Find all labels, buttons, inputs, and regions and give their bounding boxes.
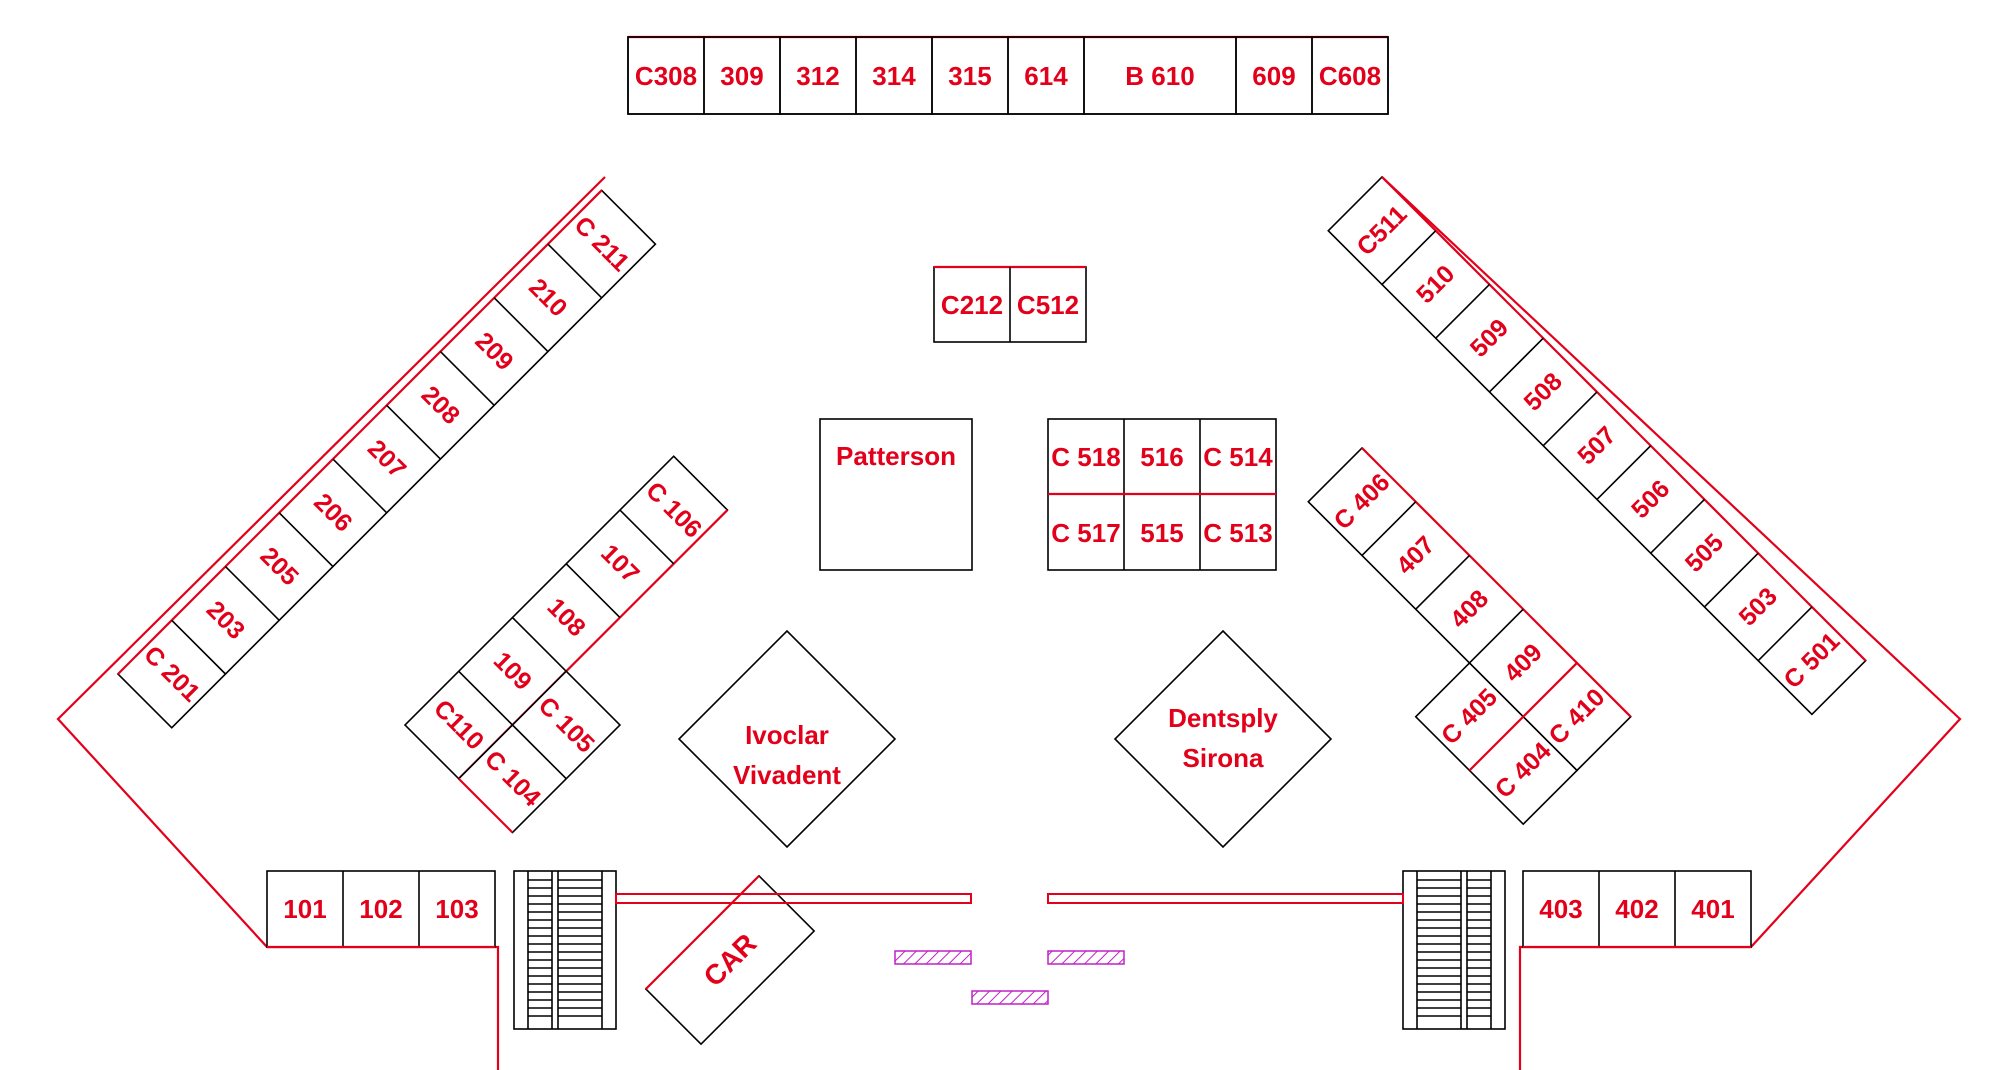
hatched-marker (1047, 950, 1125, 965)
booth-label: C608 (1319, 61, 1381, 91)
booth[interactable]: 315 (931, 36, 1009, 115)
hatched-marker (894, 950, 972, 965)
booth-label[interactable]: C 517 (1051, 518, 1120, 548)
booth-label: 314 (872, 61, 916, 91)
booth-label[interactable]: 401 (1691, 894, 1734, 924)
booth-label[interactable]: 102 (359, 894, 402, 924)
booth-label[interactable]: 516 (1140, 442, 1183, 472)
booth-dentsply-sirona[interactable]: Dentsply Sirona (1113, 629, 1333, 849)
top-booth-row: C308 309 312 314 315 614 B 610 609 (627, 35, 1389, 115)
booth-label: 309 (720, 61, 763, 91)
center-block: C 518 516 C 514 C 517 515 C 513 (1047, 418, 1277, 571)
booth-label-line1: Ivoclar (745, 720, 829, 750)
escalator-left (513, 870, 617, 1030)
booth[interactable]: 309 (703, 36, 781, 115)
booth-label: 609 (1252, 61, 1295, 91)
booth-label[interactable]: 515 (1140, 518, 1183, 548)
left-outer-row: C 201 203 205 206 207 208 209 210 C 211 (116, 189, 657, 729)
bottom-right-row: 403 402 401 (1522, 870, 1752, 949)
booth-label: C212 (941, 290, 1003, 320)
booth-label: 614 (1024, 61, 1068, 91)
booth-patterson[interactable]: Patterson (819, 418, 973, 571)
booth[interactable]: C608 (1311, 36, 1389, 115)
booth[interactable]: B 610 (1083, 36, 1237, 115)
booth-label[interactable]: 402 (1615, 894, 1658, 924)
center-pair: C212 C512 (933, 265, 1087, 343)
booth-label: C512 (1017, 290, 1079, 320)
booth-label: Patterson (836, 441, 956, 471)
booth-ivoclar-vivadent[interactable]: Ivoclar Vivadent (677, 629, 897, 849)
bottom-left-row: 101 102 103 (266, 870, 496, 949)
entrance-wall-left (615, 893, 972, 904)
booth-label: B 610 (1125, 61, 1194, 91)
booth-label: 312 (796, 61, 839, 91)
booth-label[interactable]: 101 (283, 894, 326, 924)
booth-label-line2: Sirona (1183, 743, 1264, 773)
hatched-marker (971, 990, 1049, 1005)
escalator-right (1402, 870, 1506, 1030)
left-inner-row: C110 109 108 107 C 106 (403, 455, 729, 780)
booth-label: 315 (948, 61, 991, 91)
booth-label: C308 (635, 61, 697, 91)
booth-label[interactable]: 403 (1539, 894, 1582, 924)
booth[interactable]: C512 (1017, 290, 1079, 320)
booth-label[interactable]: C 518 (1051, 442, 1120, 472)
right-inner-lower: C 405 C 404 (1414, 661, 1579, 826)
booth-label[interactable]: C 513 (1203, 518, 1272, 548)
booth-label[interactable]: C 514 (1203, 442, 1273, 472)
booth-label-line2: Vivadent (733, 760, 841, 790)
booth-car[interactable]: CAR (644, 874, 816, 1046)
entrance-wall-right (1047, 893, 1404, 904)
left-inner-lower: C 104 C 105 (457, 670, 622, 834)
booth[interactable]: 314 (855, 36, 933, 115)
booth[interactable]: C212 (941, 290, 1003, 320)
booth-label-line1: Dentsply (1168, 703, 1278, 733)
booth[interactable]: 609 (1235, 36, 1313, 115)
booth-label[interactable]: 103 (435, 894, 478, 924)
booth[interactable]: C308 (627, 36, 705, 115)
right-outer-row: C511 510 509 508 507 506 505 503 C 501 (1327, 175, 1867, 716)
